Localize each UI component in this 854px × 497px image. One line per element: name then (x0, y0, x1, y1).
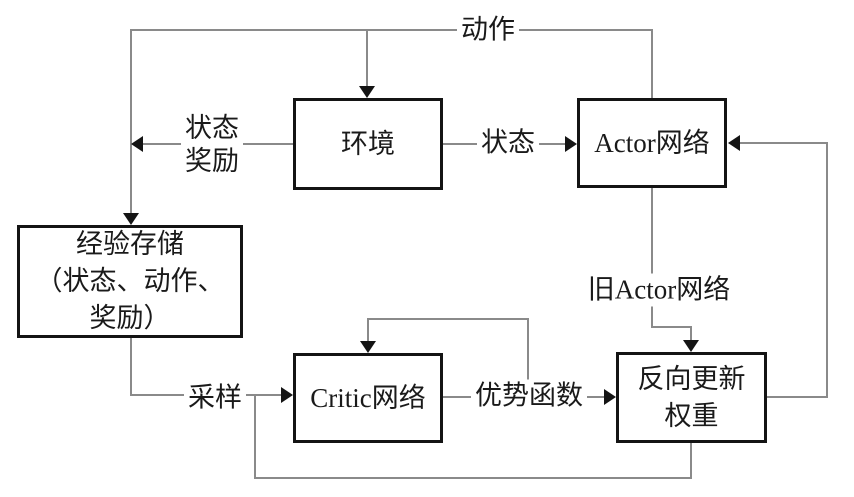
connector-actor-bottom (651, 188, 653, 328)
connector-right-down (826, 142, 828, 398)
connector-bottom (254, 477, 692, 479)
connector-critic-loop-top (367, 318, 529, 320)
arrowhead-into-critic-left (281, 387, 293, 403)
connector-actor-top (651, 29, 653, 98)
connector-critic-loop-right (527, 318, 529, 397)
arrowhead-into-update-left (604, 389, 616, 405)
edge-label-state: 状态 (477, 126, 539, 160)
node-environment-label: 环境 (341, 128, 395, 159)
node-environment: 环境 (293, 98, 443, 190)
connector-update-right (767, 396, 828, 398)
node-actor-network-label: Actor网络 (594, 127, 710, 158)
node-experience-storage-label: 经验存储 （状态、动作、 奖励） (35, 229, 225, 333)
arrowhead-into-actor-left (565, 136, 577, 152)
connector-exp-bottom (130, 338, 132, 396)
connector-actor-right-in (738, 142, 828, 144)
arrowhead-into-actor-right (728, 135, 740, 151)
connector-into-update-top (690, 326, 692, 342)
connector-action-top (130, 29, 653, 31)
edge-label-sampling: 采样 (184, 381, 246, 415)
connector-branch-down (254, 394, 256, 479)
arrowhead-state-reward (131, 136, 143, 152)
connector-left-down (130, 29, 132, 216)
node-experience-storage: 经验存储 （状态、动作、 奖励） (17, 225, 243, 338)
edge-label-advantage-function: 优势函数 (471, 379, 587, 413)
node-critic-network: Critic网络 (293, 353, 443, 443)
connector-into-env-top (366, 29, 368, 89)
arrowhead-into-experience (123, 213, 139, 225)
arrowhead-into-critic-top (360, 341, 376, 353)
edge-label-old-actor-network: 旧Actor网络 (583, 273, 735, 307)
edge-label-state-reward: 状态 奖励 (181, 112, 243, 178)
connector-critic-loop-left (367, 318, 369, 343)
arrowhead-into-environment (359, 86, 375, 98)
connector-into-update-bottom (690, 443, 692, 479)
node-update-weights: 反向更新 权重 (616, 352, 767, 443)
node-update-weights-label: 反向更新 权重 (637, 363, 746, 431)
node-critic-network-label: Critic网络 (310, 382, 426, 413)
arrowhead-into-update-top (683, 340, 699, 352)
edge-label-action: 动作 (457, 13, 519, 47)
connector-oldactor-jog (651, 326, 692, 328)
node-actor-network: Actor网络 (577, 98, 727, 188)
